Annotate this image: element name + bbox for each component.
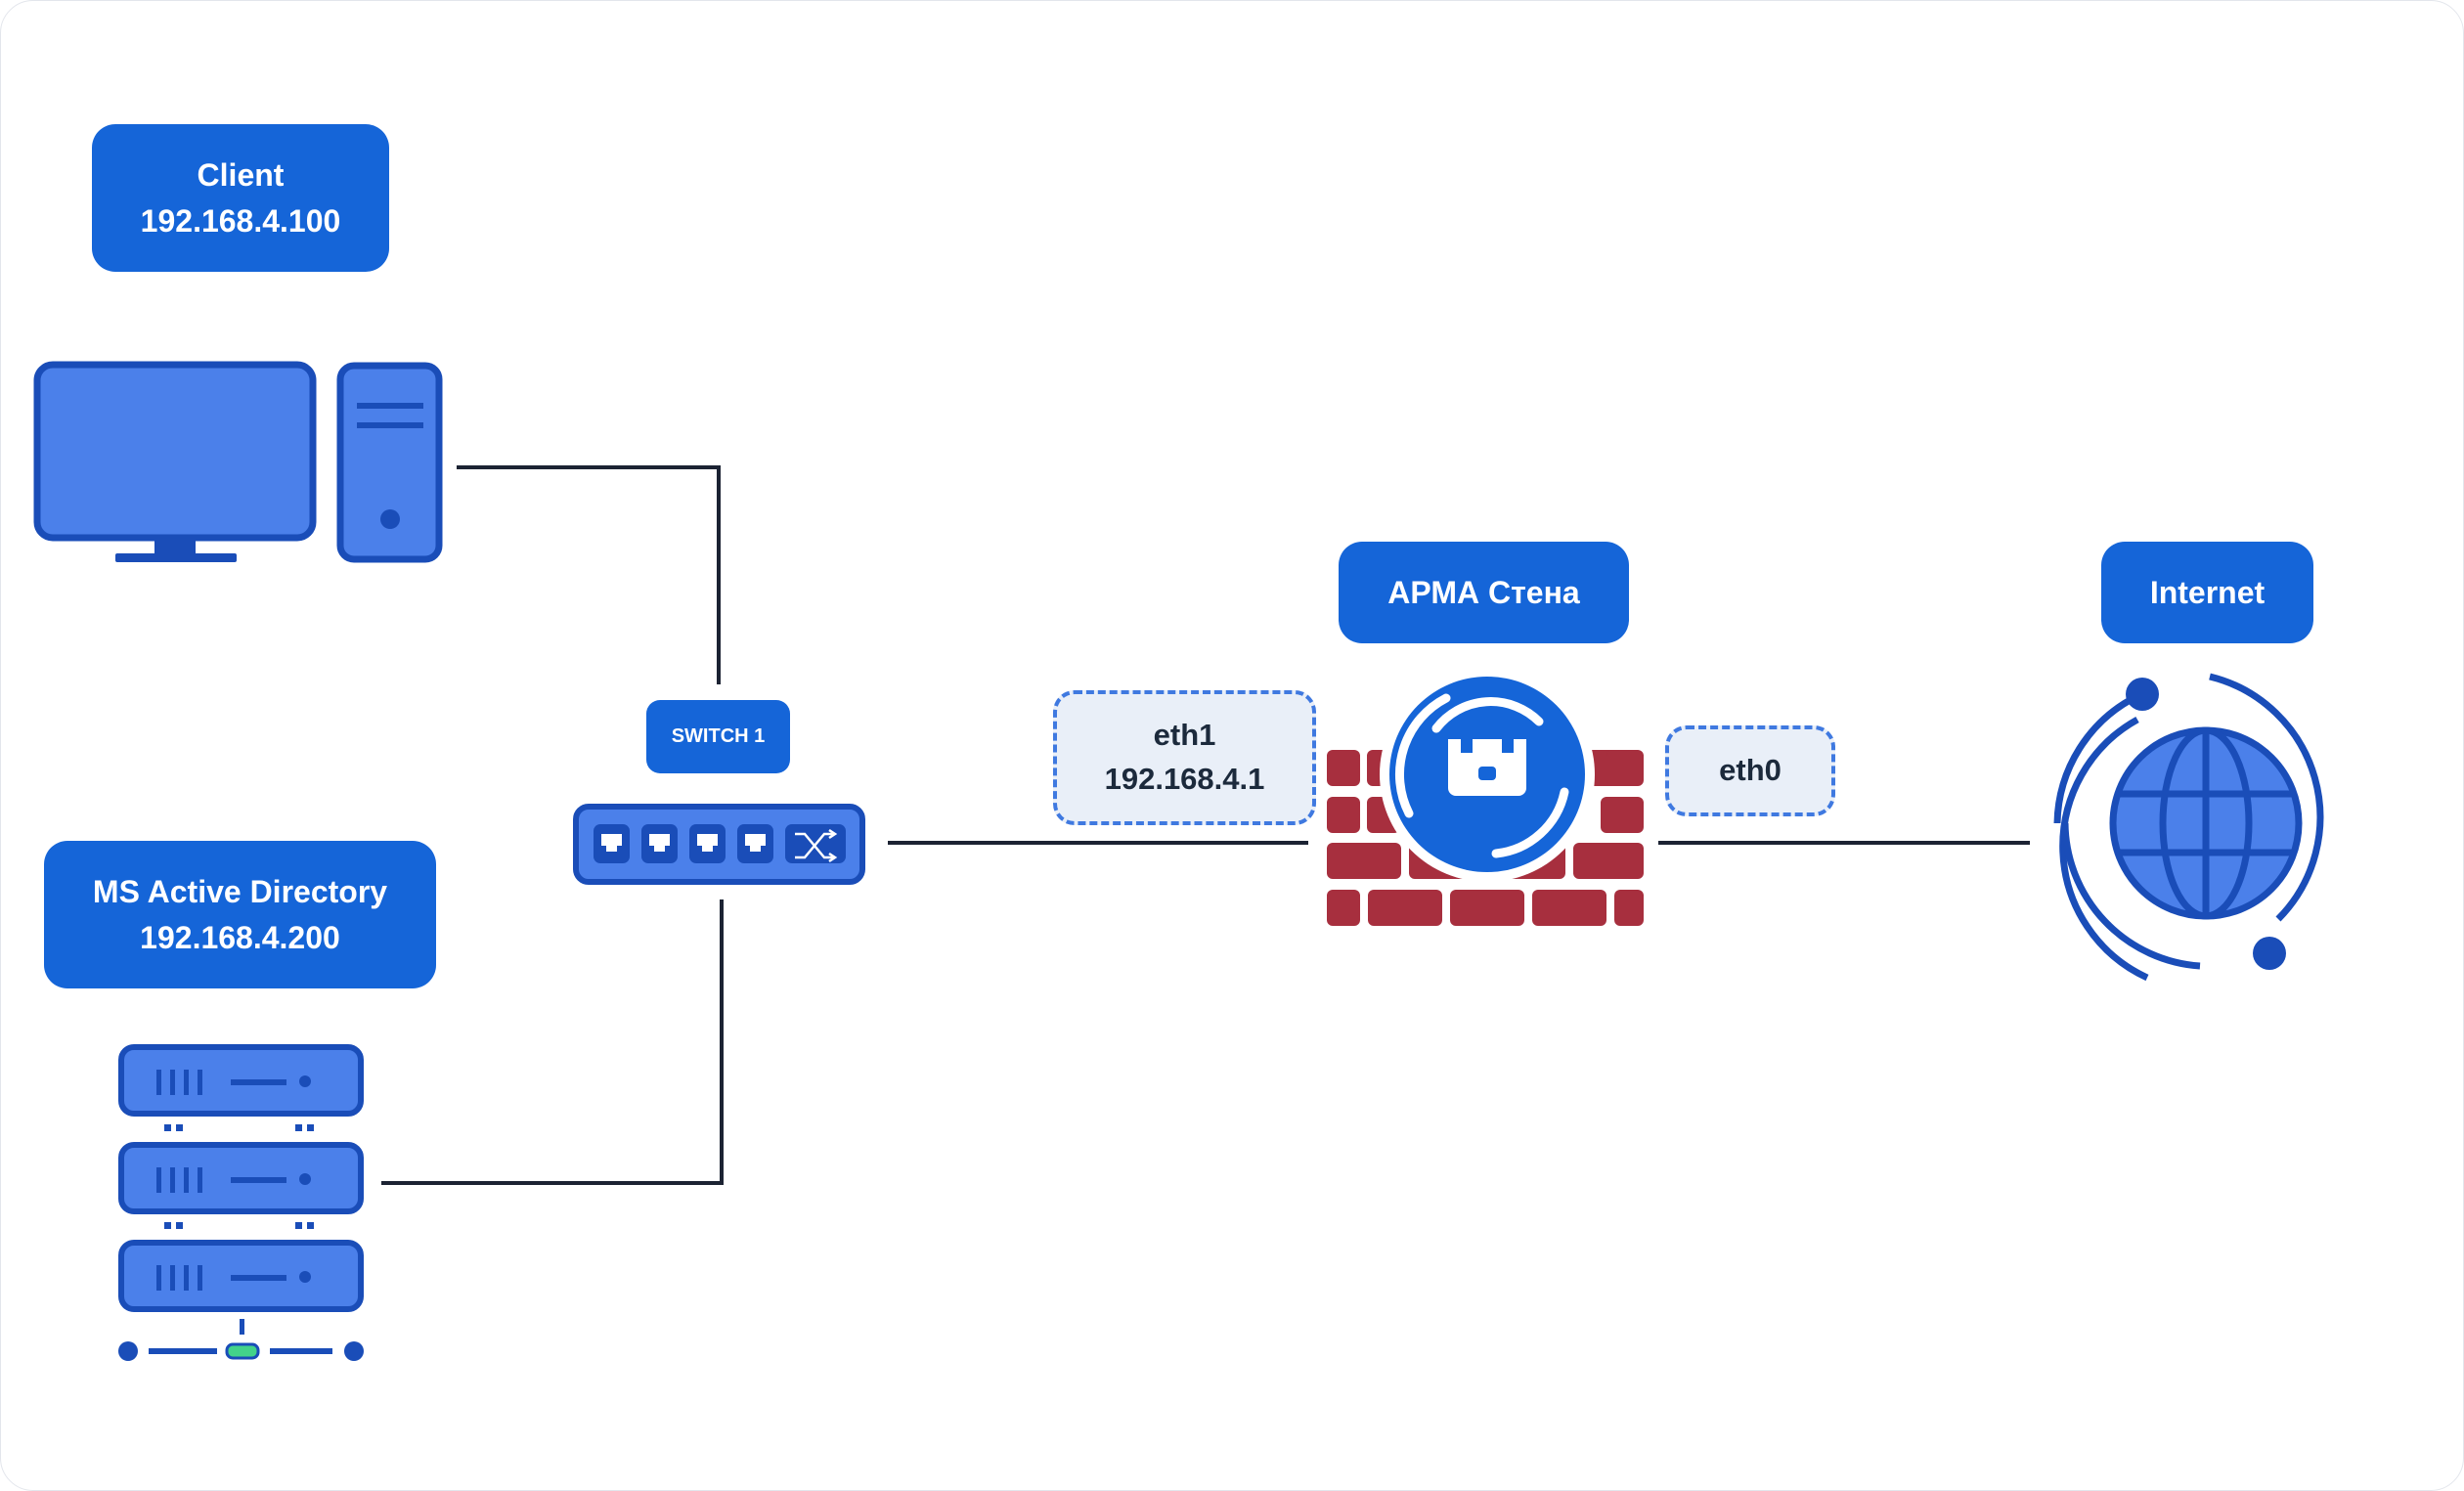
client-label: Client 192.168.4.100 [92,124,389,272]
client-name: Client [197,157,285,194]
desktop-monitor-icon [33,361,317,562]
pc-tower-icon [336,362,443,563]
eth0-name: eth0 [1719,753,1782,788]
client-ip: 192.168.4.100 [140,202,341,239]
eth1-ip: 192.168.4.1 [1104,762,1265,796]
switch-name: SWITCH 1 [671,725,766,747]
globe-icon [2053,673,2324,982]
firewall-label: АРМА Стена [1339,542,1629,643]
server-stack-icon [118,1044,364,1361]
eth0-interface-label: eth0 [1665,725,1835,816]
internet-name: Internet [2149,574,2266,610]
ad-ip: 192.168.4.200 [140,919,340,955]
firewall-name: АРМА Стена [1387,574,1580,610]
internet-label: Internet [2101,542,2313,643]
ad-label: MS Active Directory 192.168.4.200 [44,841,436,988]
firewall-brick-wall-icon [1327,750,1644,926]
link-ad-switch [381,899,724,1185]
network-switch-icon [573,804,865,885]
eth1-name: eth1 [1153,718,1216,753]
arma-logo-icon [1380,667,1595,882]
eth1-interface-label: eth1 192.168.4.1 [1053,690,1316,825]
link-client-switch [457,465,721,684]
switch-label: SWITCH 1 [646,700,790,773]
ad-name: MS Active Directory [92,874,388,910]
